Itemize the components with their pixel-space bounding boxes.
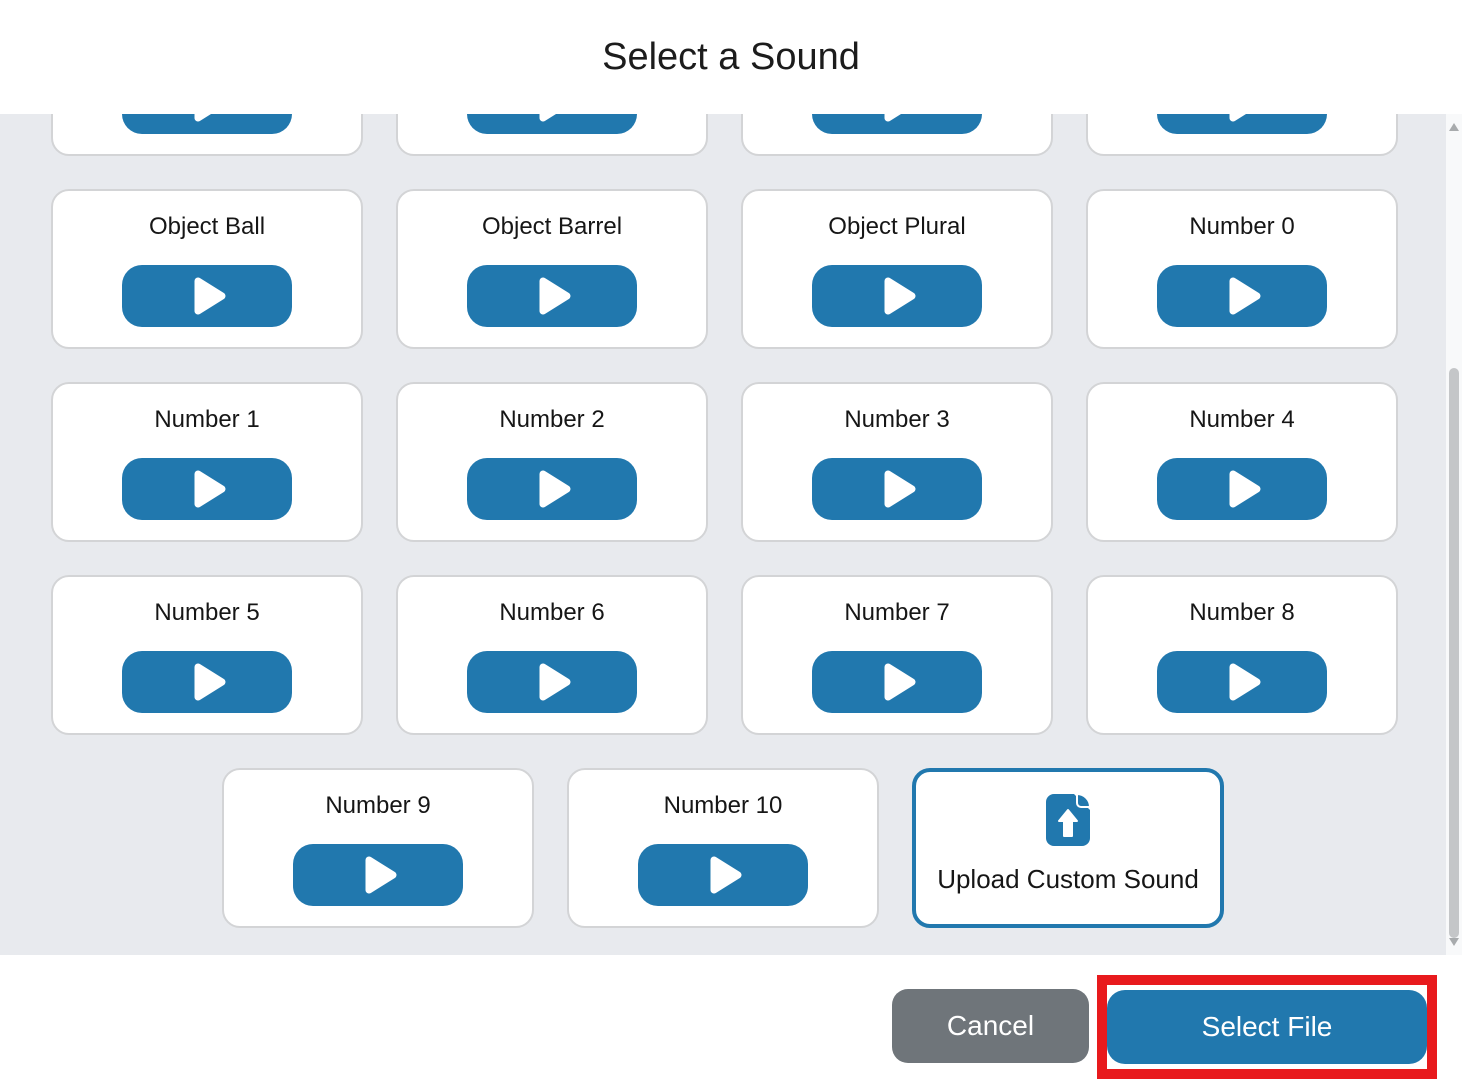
scrollbar-down-arrow-icon[interactable] — [1449, 938, 1459, 946]
dialog-title: Select a Sound — [602, 36, 860, 78]
sound-card[interactable]: Number 6 — [396, 575, 708, 735]
play-sound-button[interactable] — [467, 265, 637, 327]
play-sound-button[interactable] — [812, 265, 982, 327]
sound-card[interactable]: Object Barrel — [396, 189, 708, 349]
play-sound-button[interactable] — [812, 114, 982, 134]
play-icon — [884, 663, 916, 701]
sound-card-label: Number 9 — [325, 792, 431, 819]
sound-card-label: Number 4 — [1189, 406, 1295, 433]
sound-grid-scroll-area[interactable]: Object Ball Object Barrel Object Plural … — [0, 114, 1462, 955]
sound-grid: Object Ball Object Barrel Object Plural … — [0, 114, 1446, 928]
upload-card-label: Upload Custom Sound — [937, 864, 1199, 894]
sound-card[interactable]: Number 8 — [1086, 575, 1398, 735]
sound-card-label: Number 7 — [844, 599, 950, 626]
sound-card[interactable]: Number 3 — [741, 382, 1053, 542]
upload-custom-sound-card[interactable]: Upload Custom Sound — [912, 768, 1224, 928]
play-sound-button[interactable] — [638, 844, 808, 906]
play-icon — [884, 277, 916, 315]
vertical-scrollbar[interactable] — [1446, 114, 1462, 955]
sound-row: Number 1 Number 2 Number 3 Number 4 — [0, 382, 1446, 542]
play-sound-button[interactable] — [467, 651, 637, 713]
sound-card-label: Number 6 — [499, 599, 605, 626]
sound-card[interactable]: Number 0 — [1086, 189, 1398, 349]
sound-card-label: Number 1 — [154, 406, 260, 433]
sound-row: Number 5 Number 6 Number 7 Number 8 — [0, 575, 1446, 735]
sound-card[interactable]: Object Plural — [741, 189, 1053, 349]
play-icon — [539, 663, 571, 701]
sound-card[interactable]: Number 2 — [396, 382, 708, 542]
sound-card-label: Number 2 — [499, 406, 605, 433]
play-icon — [194, 663, 226, 701]
dialog-header: Select a Sound — [0, 0, 1462, 114]
sound-row: Object Ball Object Barrel Object Plural … — [0, 189, 1446, 349]
sound-card[interactable] — [51, 114, 363, 156]
sound-card-label: Object Ball — [148, 213, 266, 240]
play-sound-button[interactable] — [812, 458, 982, 520]
sound-row — [0, 114, 1446, 156]
play-sound-button[interactable] — [122, 458, 292, 520]
play-icon — [710, 856, 742, 894]
sound-card[interactable] — [1086, 114, 1398, 156]
play-sound-button[interactable] — [122, 651, 292, 713]
dialog-footer: Cancel Select File — [0, 955, 1462, 1090]
play-sound-button[interactable] — [467, 458, 637, 520]
play-icon — [1229, 277, 1261, 315]
play-icon — [1229, 114, 1247, 122]
sound-card[interactable]: Number 7 — [741, 575, 1053, 735]
play-icon — [194, 470, 226, 508]
play-icon — [884, 470, 916, 508]
play-sound-button[interactable] — [1157, 265, 1327, 327]
play-sound-button[interactable] — [293, 844, 463, 906]
sound-card[interactable]: Number 10 — [567, 768, 879, 928]
sound-card-label: Number 10 — [663, 792, 783, 819]
play-icon — [365, 856, 397, 894]
scrollbar-thumb[interactable] — [1449, 368, 1459, 938]
play-icon — [539, 114, 557, 122]
play-icon — [884, 114, 902, 122]
play-icon — [1229, 663, 1261, 701]
play-sound-button[interactable] — [1157, 651, 1327, 713]
sound-card[interactable]: Object Ball — [51, 189, 363, 349]
play-sound-button[interactable] — [812, 651, 982, 713]
sound-card[interactable]: Number 5 — [51, 575, 363, 735]
play-icon — [1229, 470, 1261, 508]
play-sound-button[interactable] — [122, 265, 292, 327]
play-icon — [539, 277, 571, 315]
sound-row: Number 9 Number 10 Upload Custom Sound — [0, 768, 1446, 928]
sound-card-label: Object Barrel — [481, 213, 623, 240]
play-sound-button[interactable] — [1157, 114, 1327, 134]
play-sound-button[interactable] — [1157, 458, 1327, 520]
play-icon — [194, 114, 212, 122]
sound-card[interactable]: Number 4 — [1086, 382, 1398, 542]
sound-card[interactable]: Number 9 — [222, 768, 534, 928]
play-sound-button[interactable] — [467, 114, 637, 134]
cancel-button[interactable]: Cancel — [892, 989, 1089, 1063]
sound-card[interactable] — [741, 114, 1053, 156]
play-sound-button[interactable] — [122, 114, 292, 134]
sound-card-label: Number 3 — [844, 406, 950, 433]
play-icon — [194, 277, 226, 315]
sound-card[interactable]: Number 1 — [51, 382, 363, 542]
select-file-button[interactable]: Select File — [1107, 990, 1427, 1064]
sound-card-label: Number 5 — [154, 599, 260, 626]
play-icon — [539, 470, 571, 508]
sound-card-label: Number 0 — [1189, 213, 1295, 240]
sound-card[interactable] — [396, 114, 708, 156]
file-upload-icon — [1046, 794, 1090, 846]
sound-card-label: Number 8 — [1189, 599, 1295, 626]
scrollbar-up-arrow-icon[interactable] — [1449, 123, 1459, 131]
selection-highlight-box: Select File — [1097, 975, 1437, 1079]
sound-card-label: Object Plural — [828, 213, 966, 240]
